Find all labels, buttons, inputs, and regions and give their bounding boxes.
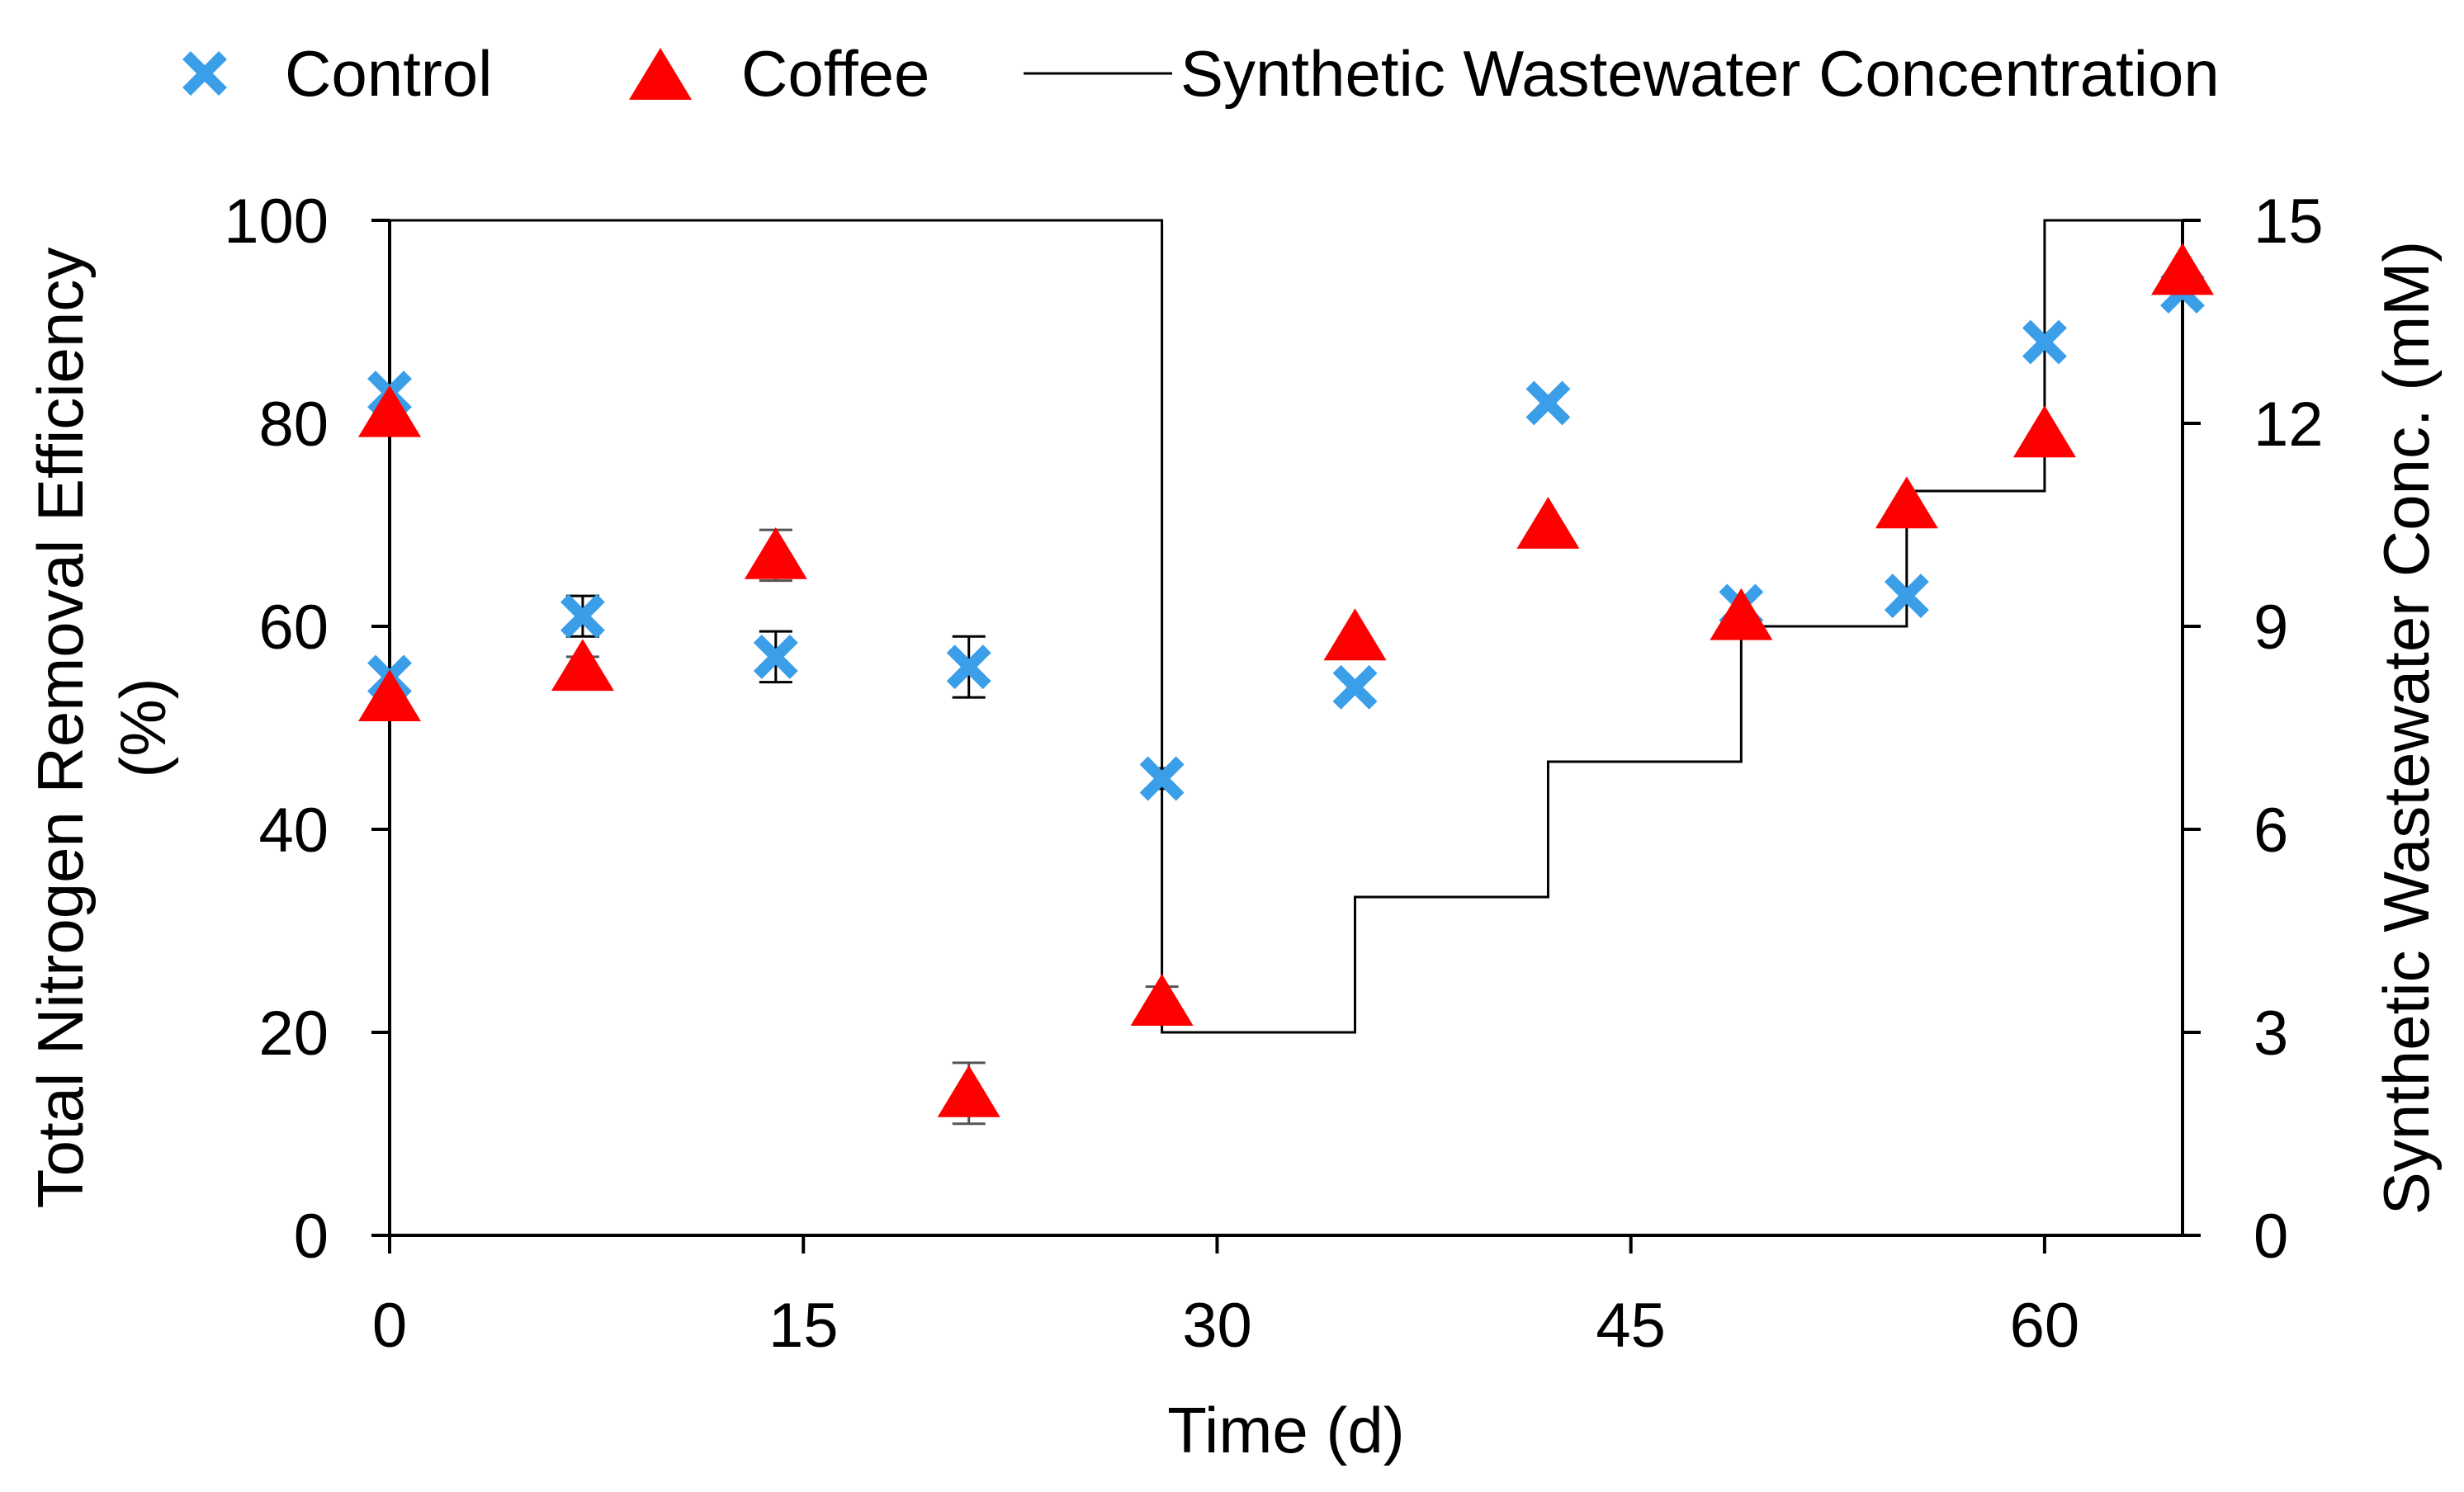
x-tick-label: 45 [1596,1291,1666,1361]
plot-area [358,219,2214,1126]
control-point [1884,574,1929,619]
x-axis-title: Time (d) [1167,1394,1404,1466]
y-axis-title: Total Nitrogen Removal Efficiency [24,248,97,1209]
coffee-point [358,385,421,437]
legend-coffee-marker [629,48,692,100]
control-point [1139,756,1185,801]
control-point [560,593,605,639]
ticks: 0 15 30 45 60 0 20 40 60 80 100 0 3 6 9 12 15 [224,186,2323,1361]
coffee-point [744,526,807,579]
coffee-point [1710,588,1773,640]
concentration-step-line [390,219,2183,1034]
control-point [753,634,798,679]
y-tick-label: 100 [224,186,329,257]
legend-label-concentration: Synthetic Wastewater Concentration [1180,37,2220,110]
coffee-point [2151,243,2214,295]
control-point [1525,380,1571,426]
coffee-point [1323,608,1387,661]
y-tick-label: 40 [258,796,329,866]
x-tick-label: 15 [769,1291,839,1361]
legend-triangle-icon [629,48,692,100]
legend-label-control: Control [285,37,492,110]
y2-tick-label: 3 [2254,999,2288,1069]
y-axis-title-unit: (%) [106,678,179,777]
y2-tick-label: 9 [2254,593,2288,663]
y2-tick-label: 6 [2254,796,2288,866]
coffee-point [937,1065,1000,1117]
y-tick-label: 80 [258,390,329,460]
y2-axis-title: Synthetic Wastewater Conc. (mM) [2370,241,2443,1215]
legend-x-icon [182,51,227,96]
control-point [946,644,991,690]
legend-label-coffee: Coffee [741,37,929,110]
y2-tick-label: 0 [2254,1202,2288,1272]
x-tick-label: 0 [372,1291,407,1361]
control-point [2022,319,2067,365]
coffee-point [358,669,421,721]
coffee-point [1875,476,1938,529]
legend: Control Coffee Synthetic Wastewater Conc… [182,37,2220,110]
y-tick-label: 60 [258,593,329,663]
y2-tick-label: 12 [2254,390,2324,460]
coffee-point [1516,497,1580,549]
legend-control-marker [182,51,227,96]
x-tick-label: 60 [2010,1291,2080,1361]
axes [371,220,2201,1237]
y-tick-label: 20 [258,999,329,1069]
coffee-point [551,639,614,692]
coffee-point [2012,405,2076,458]
control-point [1332,664,1378,710]
coffee-point [1130,974,1194,1026]
y-tick-label: 0 [294,1202,329,1272]
x-tick-label: 30 [1182,1291,1252,1361]
y2-tick-label: 15 [2254,186,2324,257]
